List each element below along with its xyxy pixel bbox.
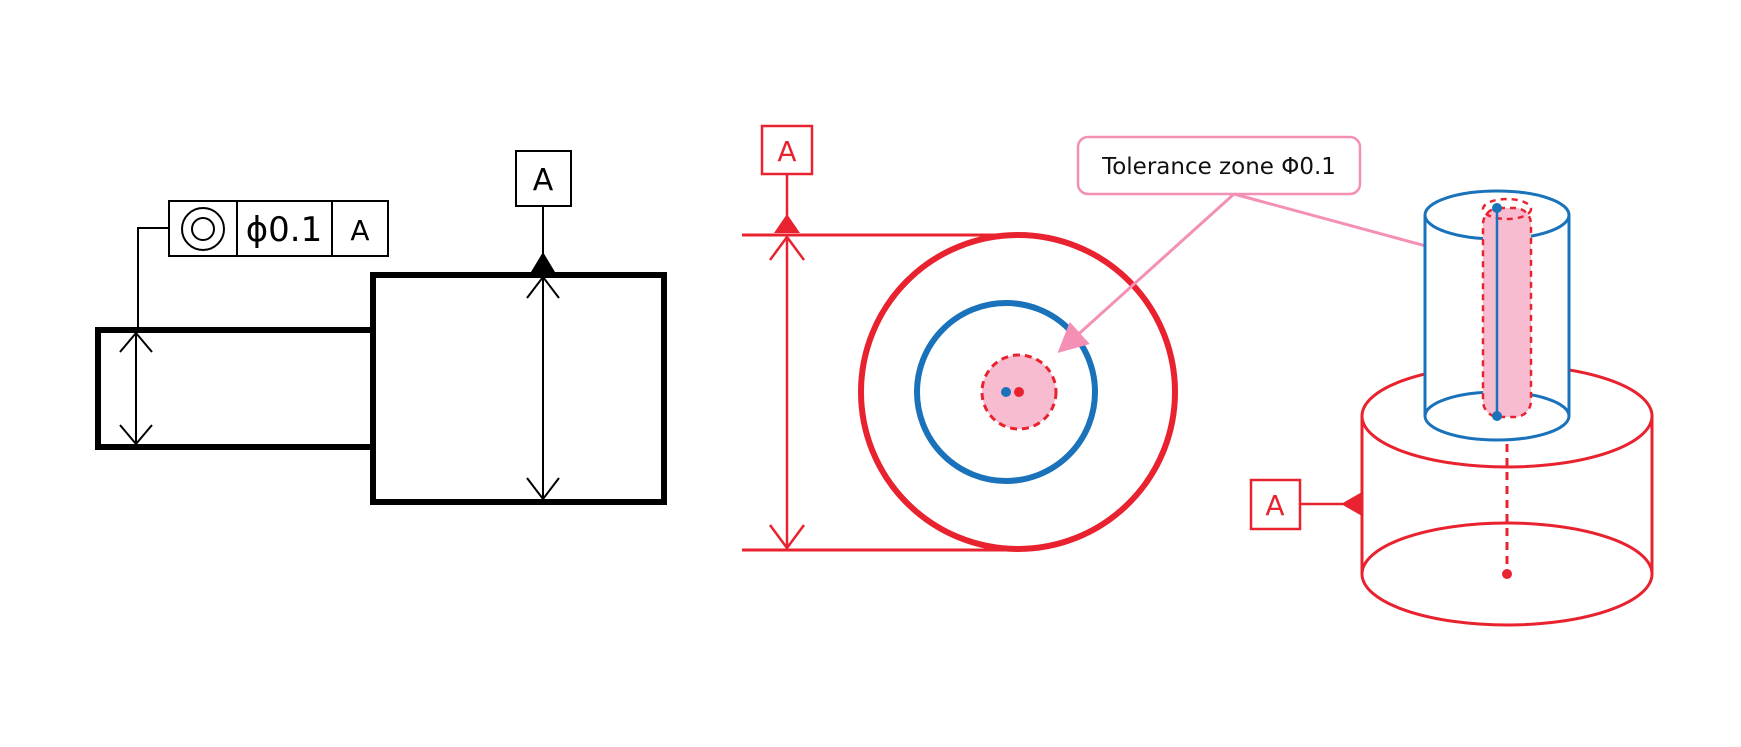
shaft-dimension (119, 331, 153, 446)
right-datum-feature: A (1249, 478, 1362, 531)
right-isometric-view: A (1249, 189, 1654, 627)
frame-leader (137, 227, 169, 333)
datum-triangle (531, 252, 555, 272)
frame-tolerance: ϕ0.1 (246, 210, 323, 250)
left-datum-feature: A (515, 150, 572, 272)
feature-axis-top-point (1492, 203, 1502, 213)
left-datum-label: A (533, 163, 554, 198)
body-outline (370, 272, 667, 505)
tolerance-callout: Tolerance zone Φ0.1 (1057, 135, 1480, 354)
shaft-outline (95, 327, 373, 450)
feature-circle (914, 300, 1098, 484)
middle-datum-label: A (777, 135, 796, 168)
callout-text: Tolerance zone Φ0.1 (1101, 154, 1336, 180)
datum-axis-point (1014, 387, 1024, 397)
feature-axis-bottom-point (1492, 411, 1502, 421)
feature-axis-point (1001, 387, 1011, 397)
body-dimension (526, 275, 560, 501)
datum-circle (858, 232, 1178, 552)
right-datum-label: A (1265, 489, 1284, 522)
feature-control-frame: ϕ0.1 A (168, 200, 389, 257)
datum-axis-end-point (1502, 569, 1512, 579)
middle-datum-feature: A (760, 124, 814, 233)
tolerance-zone-cylinder (1481, 197, 1533, 419)
middle-dimension (768, 234, 806, 551)
concentricity-icon (181, 207, 225, 251)
left-part-drawing: ϕ0.1 A A (95, 150, 667, 505)
frame-datum-ref: A (350, 214, 369, 247)
callout-arrow-left (1057, 192, 1236, 354)
middle-end-view: A (742, 124, 1178, 552)
